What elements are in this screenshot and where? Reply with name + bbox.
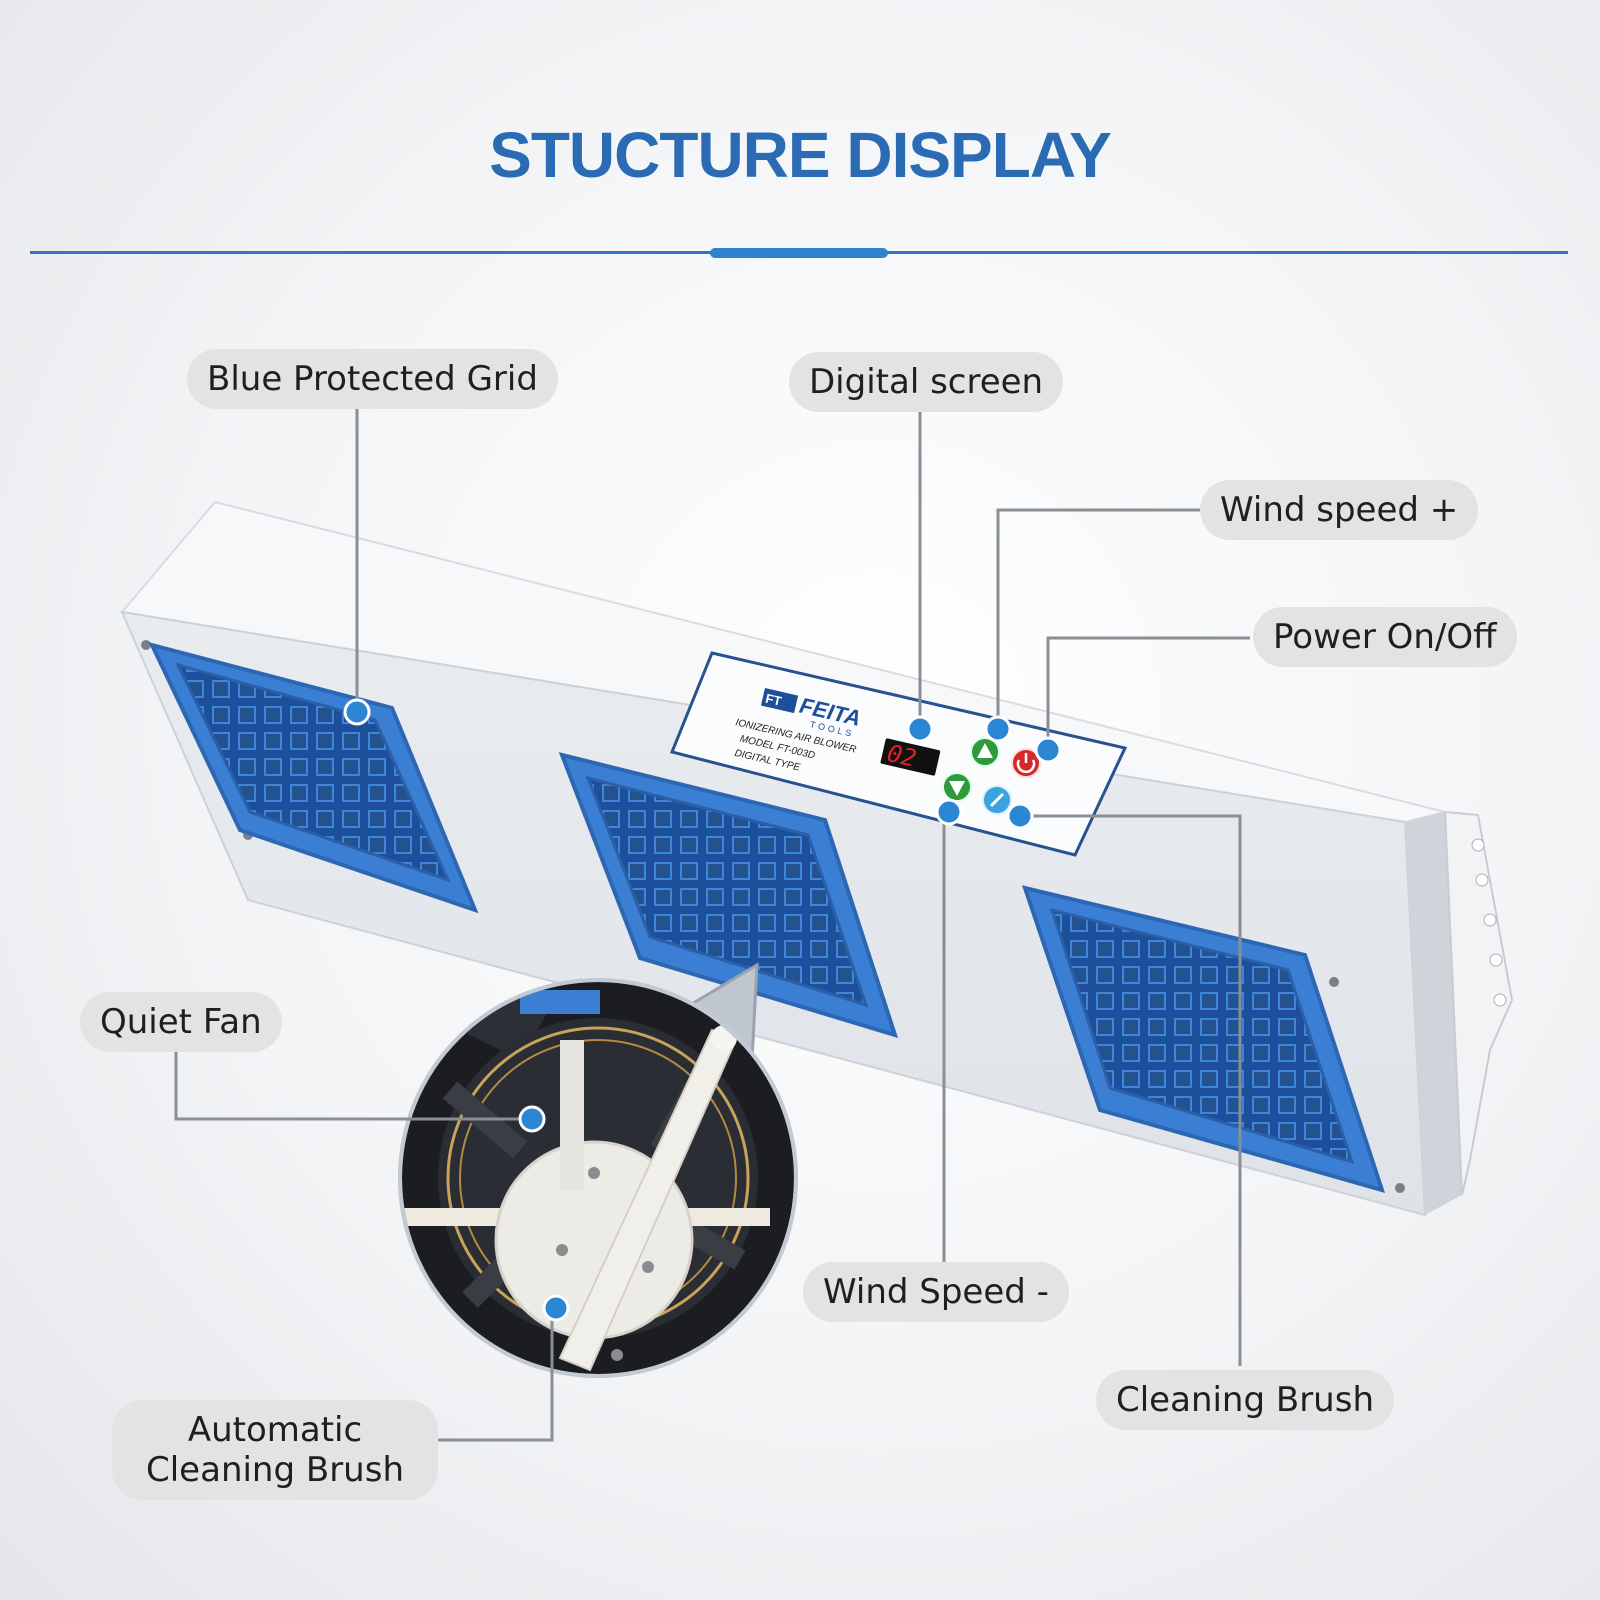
callout-auto-brush-line1: Automatic (187, 1410, 363, 1450)
page-title: STUCTURE DISPLAY (489, 119, 1112, 191)
marker-blue-grid (343, 698, 371, 726)
callout-cleaning-brush: Cleaning Brush (1096, 1370, 1394, 1430)
leader-lines (174, 407, 1250, 1442)
marker-quiet-fan (518, 1105, 546, 1133)
marker-cleaning-brush (1006, 802, 1034, 830)
control-panel: FT FEITA TOOLS IONIZERING AIR BLOWER MOD… (669, 651, 1128, 857)
callout-auto-brush: Automatic Cleaning Brush (112, 1400, 438, 1500)
callout-wind-minus: Wind Speed - (803, 1262, 1069, 1322)
fan-grid-right (1021, 885, 1386, 1193)
digital-display: 02 (880, 738, 941, 776)
marker-wind-minus (935, 798, 963, 826)
power-icon (1016, 759, 1036, 774)
down-arrow-icon (949, 781, 965, 796)
display-digits: 02 (885, 739, 919, 773)
up-arrow-icon (977, 743, 993, 758)
callout-power: Power On/Off (1253, 607, 1517, 667)
fan-grid-left (148, 641, 479, 914)
callout-blue-grid: Blue Protected Grid (187, 349, 558, 409)
divider-accent (710, 248, 888, 258)
brand-logo-icon (760, 688, 799, 714)
brush-icon (989, 792, 1005, 808)
callout-digital-screen: Digital screen (789, 352, 1064, 412)
fan-grid-center (558, 752, 899, 1039)
fan-closeup-lens (398, 962, 798, 1378)
marker-auto-brush (542, 1294, 570, 1322)
callout-wind-plus: Wind speed + (1200, 480, 1479, 540)
callout-auto-brush-line2: Cleaning Brush (146, 1450, 404, 1490)
brand-logo-mark: FT (764, 691, 783, 709)
marker-power (1034, 736, 1062, 764)
marker-digital-screen (906, 715, 934, 743)
marker-wind-plus (984, 715, 1012, 743)
callout-quiet-fan: Quiet Fan (80, 992, 282, 1052)
